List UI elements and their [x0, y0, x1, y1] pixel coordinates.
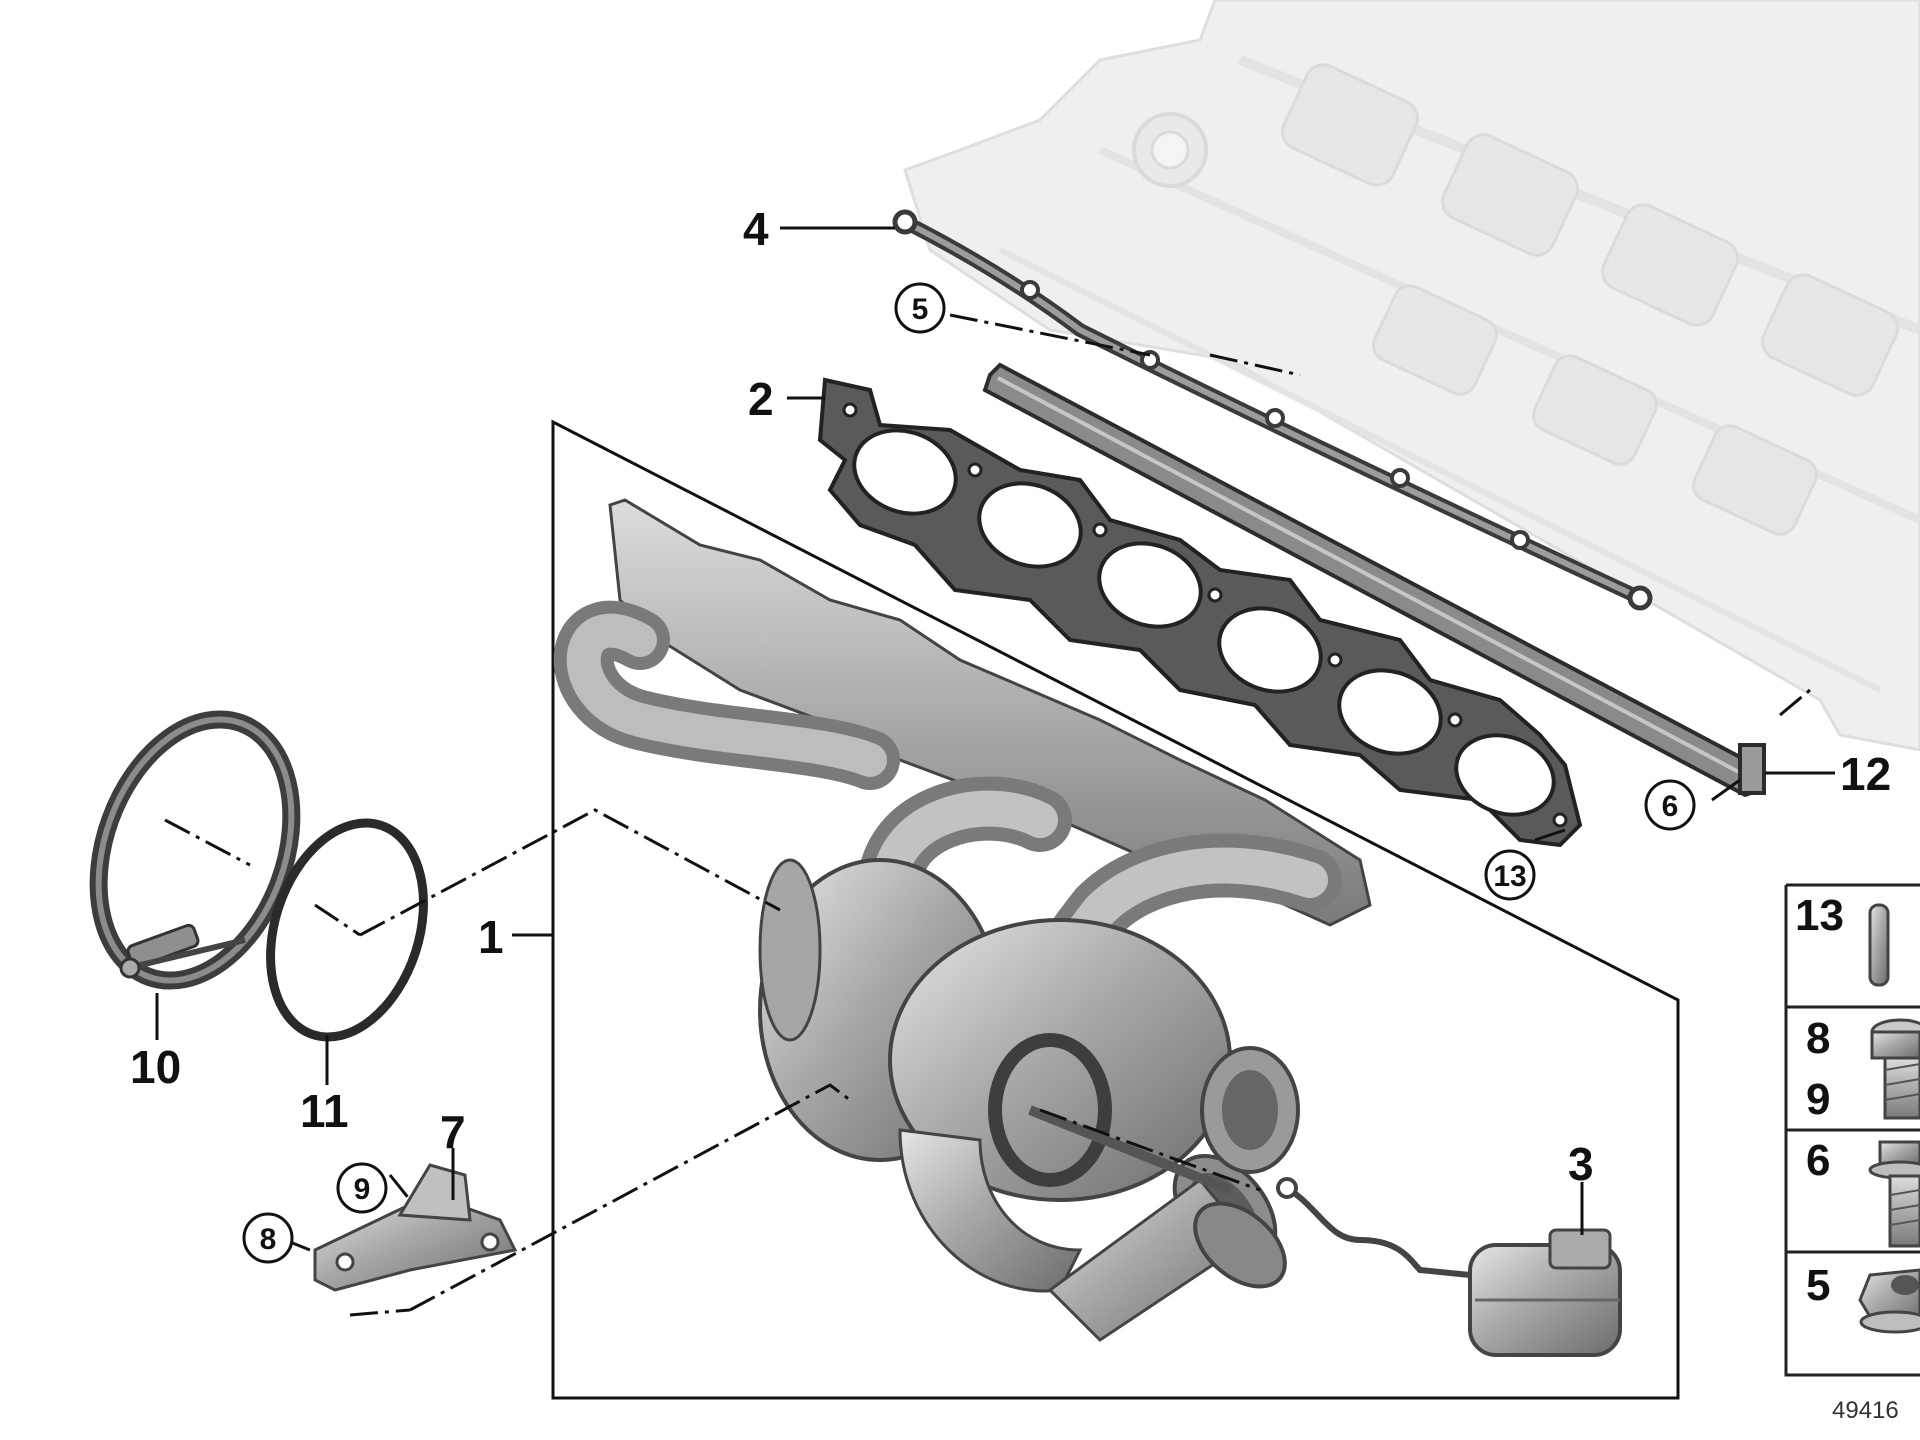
fastener-row-6: 6	[1806, 1136, 1920, 1248]
svg-text:9: 9	[354, 1173, 371, 1206]
svg-text:5: 5	[912, 293, 929, 326]
seal-strip-12	[982, 362, 1766, 798]
callout-5: 5	[894, 282, 946, 334]
svg-text:8: 8	[260, 1223, 277, 1256]
seal-ring-11	[266, 818, 428, 1042]
svg-text:6: 6	[1662, 790, 1679, 823]
fastener-row-5: 5	[1806, 1261, 1920, 1334]
callout-11: 11	[300, 1085, 349, 1137]
turbocharger-manifold	[553, 498, 1372, 1342]
gasket-2	[817, 377, 1583, 848]
fastener-row-13: 13	[1795, 891, 1890, 987]
collar-nut-icon	[1858, 1268, 1920, 1334]
callout-2: 2	[748, 373, 774, 425]
svg-text:9: 9	[1806, 1075, 1830, 1124]
svg-text:13: 13	[1493, 860, 1526, 893]
leader-lines	[155, 226, 1835, 1317]
callout-13: 13	[1484, 849, 1536, 901]
gasket-4	[892, 209, 1653, 611]
callout-9: 9	[336, 1162, 388, 1214]
assembly-box-1	[551, 419, 1680, 1400]
clamp-10	[89, 710, 301, 990]
callout-8: 8	[242, 1212, 294, 1264]
dowel-pin-icon	[1868, 903, 1890, 987]
callout-7: 7	[440, 1106, 466, 1158]
flange-bolt-icon	[1868, 1140, 1920, 1248]
actuator-3	[1276, 1177, 1622, 1357]
svg-text:13: 13	[1795, 891, 1844, 940]
callout-1: 1	[478, 911, 504, 963]
svg-text:8: 8	[1806, 1014, 1830, 1063]
callout-12: 12	[1840, 748, 1891, 800]
svg-text:5: 5	[1806, 1261, 1830, 1310]
callout-10: 10	[130, 1041, 181, 1093]
cylinder-head	[903, 0, 1920, 752]
fastener-table: 13 8 9 6 5	[1784, 883, 1920, 1377]
figure-number: 49416	[1832, 1397, 1899, 1424]
callout-3: 3	[1568, 1138, 1594, 1190]
callout-6: 6	[1644, 779, 1696, 831]
callout-4: 4	[743, 203, 769, 255]
svg-text:6: 6	[1806, 1136, 1830, 1185]
torx-bolt-icon	[1870, 1018, 1920, 1120]
fastener-row-8-9: 8 9	[1806, 1014, 1920, 1124]
